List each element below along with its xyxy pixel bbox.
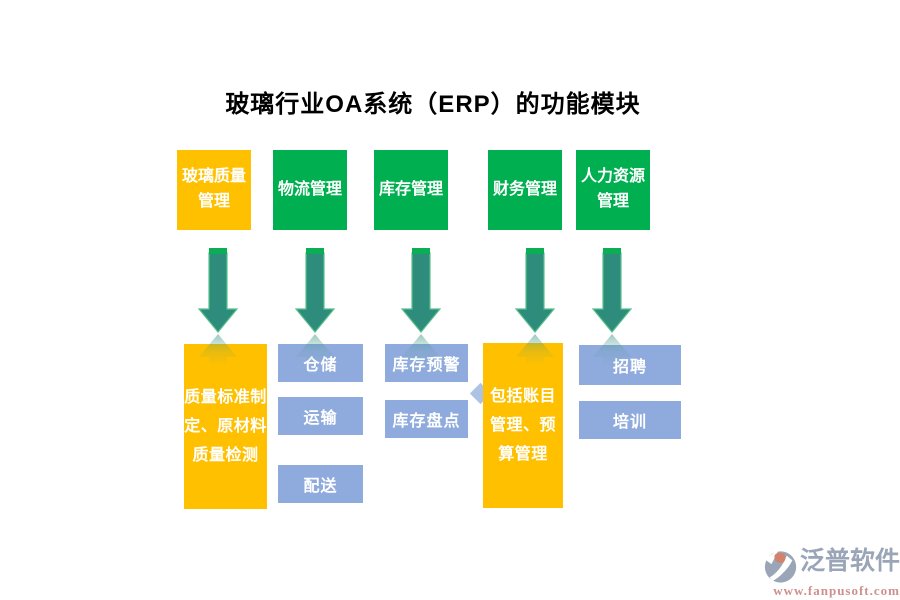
detail-quality-standards: 质量标准制定、原材料质量检测 bbox=[184, 344, 267, 509]
header-hr-management: 人力资源管理 bbox=[576, 150, 650, 230]
item-recruitment: 招聘 bbox=[579, 345, 681, 385]
item-transport: 运输 bbox=[278, 397, 363, 435]
page-title: 玻璃行业OA系统（ERP）的功能模块 bbox=[225, 91, 641, 118]
item-stock-warning: 库存预警 bbox=[385, 344, 468, 382]
brand-name: 泛普软件 bbox=[799, 547, 900, 575]
brand-watermark: 泛普软件 www.fanpusoft.com bbox=[760, 546, 900, 599]
item-warehousing: 仓储 bbox=[278, 344, 363, 382]
header-logistics-management: 物流管理 bbox=[273, 150, 347, 230]
item-training: 培训 bbox=[579, 401, 681, 439]
header-finance-management: 财务管理 bbox=[488, 150, 562, 230]
item-distribution: 配送 bbox=[278, 465, 363, 503]
brand-url: www.fanpusoft.com bbox=[773, 583, 900, 598]
header-inventory-management: 库存管理 bbox=[374, 150, 448, 230]
item-stock-count: 库存盘点 bbox=[385, 400, 468, 438]
header-glass-quality-management: 玻璃质量管理 bbox=[177, 150, 251, 230]
fanpu-swoosh-icon bbox=[763, 546, 799, 584]
detail-accounts-budget: 包括账目管理、预算管理 bbox=[483, 343, 563, 508]
